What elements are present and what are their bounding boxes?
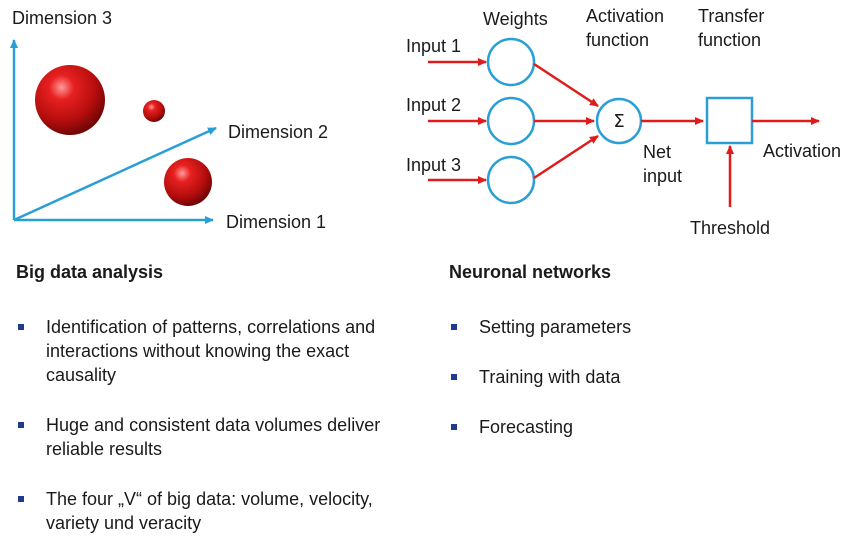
neural-networks-section: Neuronal networks Setting parameters Tra… bbox=[449, 262, 829, 439]
list-item: Setting parameters bbox=[449, 315, 829, 339]
transfer-node bbox=[705, 96, 754, 145]
bubble-large bbox=[35, 65, 105, 135]
list-item: Identification of patterns, correlations… bbox=[16, 315, 416, 387]
list-item-text: Identification of patterns, correlations… bbox=[46, 317, 376, 385]
neural-networks-heading: Neuronal networks bbox=[449, 262, 612, 282]
list-item-text: Forecasting bbox=[479, 417, 574, 437]
weight-node-2 bbox=[486, 96, 536, 146]
axis-dimension-2 bbox=[13, 126, 217, 222]
label-dimension-2: Dimension 2 bbox=[228, 122, 328, 142]
big-data-heading: Big data analysis bbox=[16, 262, 164, 282]
label-dimension-1: Dimension 1 bbox=[226, 212, 326, 232]
sum-symbol: Σ bbox=[613, 111, 624, 132]
weight-node-1 bbox=[486, 37, 536, 87]
list-item: Training with data bbox=[449, 365, 829, 389]
list-item-text: The four „V“ of big data: volume, veloci… bbox=[46, 489, 373, 533]
arrow-weight-3 bbox=[533, 134, 599, 180]
bullet-icon bbox=[18, 324, 24, 330]
label-dimension-3: Dimension 3 bbox=[12, 8, 112, 28]
list-item-text: Huge and consistent data volumes deliver… bbox=[46, 415, 381, 459]
label-input-2: Input 2 bbox=[406, 95, 461, 115]
list-item-text: Setting parameters bbox=[479, 317, 632, 337]
list-item-text: Training with data bbox=[479, 367, 621, 387]
bubble-medium bbox=[164, 158, 212, 206]
scatter-plot: Dimension 3 Dimension 2 Dimension 1 bbox=[10, 8, 328, 232]
neural-networks-list: Setting parameters Training with data Fo… bbox=[449, 315, 829, 439]
weight-node-3 bbox=[486, 155, 536, 205]
bullet-icon bbox=[451, 424, 457, 430]
bullet-icon bbox=[451, 324, 457, 330]
bullet-icon bbox=[18, 496, 24, 502]
label-activation: Activation bbox=[763, 141, 841, 161]
big-data-list: Identification of patterns, correlations… bbox=[16, 315, 416, 535]
list-item: The four „V“ of big data: volume, veloci… bbox=[16, 487, 416, 535]
bubble-small bbox=[143, 100, 165, 122]
bullet-icon bbox=[451, 374, 457, 380]
big-data-section: Big data analysis Identification of patt… bbox=[16, 262, 416, 535]
list-item: Forecasting bbox=[449, 415, 829, 439]
bullet-icon bbox=[18, 422, 24, 428]
label-input-3: Input 3 bbox=[406, 155, 461, 175]
label-threshold: Threshold bbox=[690, 218, 770, 238]
arrow-weight-1 bbox=[533, 62, 599, 108]
label-input-1: Input 1 bbox=[406, 36, 461, 56]
list-item: Huge and consistent data volumes deliver… bbox=[16, 413, 416, 461]
label-weights: Weights bbox=[483, 9, 548, 29]
